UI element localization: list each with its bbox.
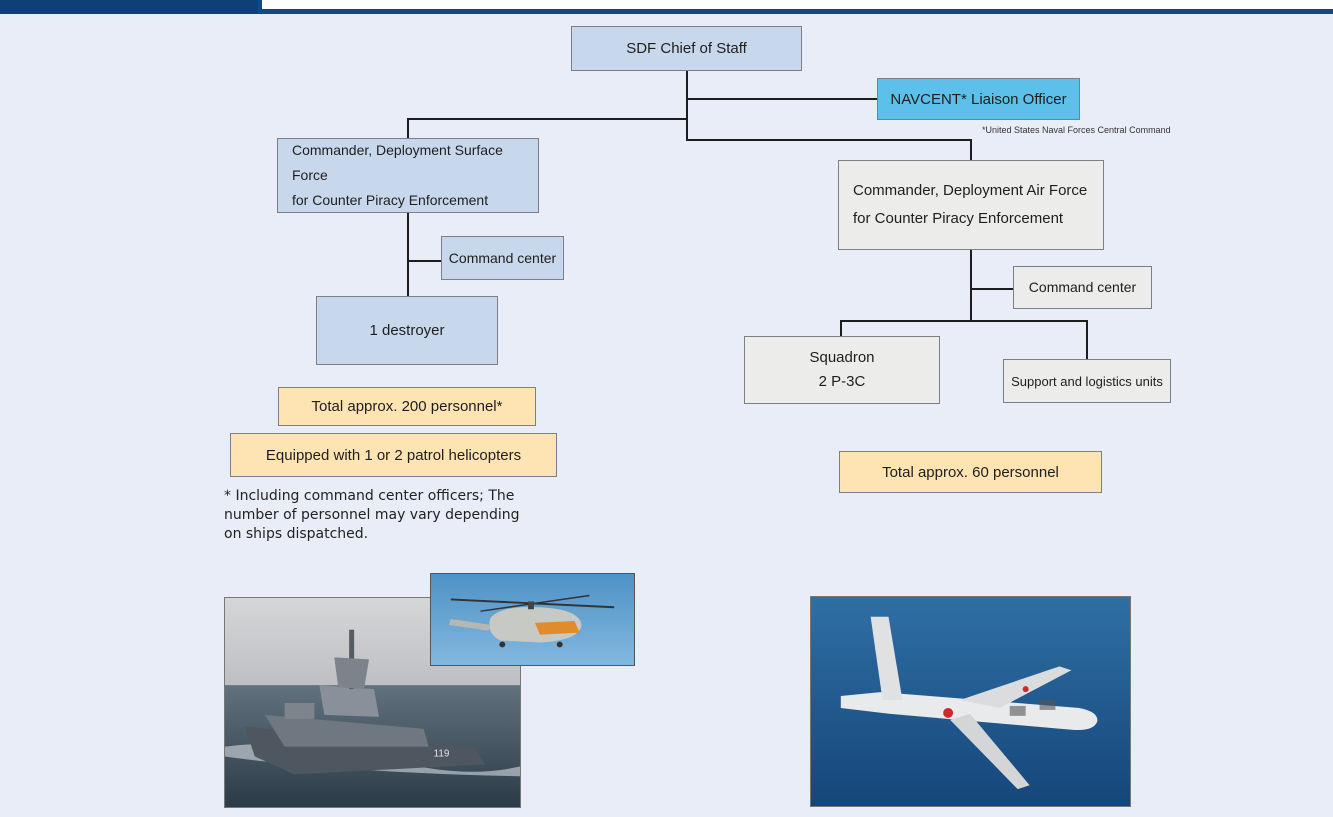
patrol-helicopter-photo [430,573,635,666]
svg-text:119: 119 [434,748,450,759]
surface-personnel-footnote: * Including command center officers; The… [224,488,520,542]
air-command-center-box: Command center [1013,266,1152,309]
connector-line [970,288,1014,290]
connector-line [407,260,442,262]
connector-line [407,118,688,120]
header-strip [262,0,1333,9]
connector-line [407,118,409,139]
connector-line [1086,320,1088,360]
header-tab [0,0,258,14]
connector-line [840,320,842,337]
surface-total-personnel: Total approx. 200 personnel* [278,387,536,426]
connector-line [970,139,972,161]
navcent-liaison-box: NAVCENT* Liaison Officer [877,78,1080,120]
air-force-commander-box: Commander, Deployment Air Force for Coun… [838,160,1104,250]
surface-command-center-box: Command center [441,236,564,280]
connector-line [686,70,688,140]
connector-line [970,250,972,322]
connector-line [686,98,878,100]
p3c-aircraft-photo [810,596,1131,807]
chief-of-staff-box: SDF Chief of Staff [571,26,802,71]
connector-line [686,139,972,141]
air-total-personnel: Total approx. 60 personnel [839,451,1102,493]
destroyer-box: 1 destroyer [316,296,498,365]
surface-force-commander-box: Commander, Deployment Surface Force for … [277,138,539,213]
connector-line [840,320,1088,322]
navcent-footnote: *United States Naval Forces Central Comm… [982,125,1171,135]
support-logistics-box: Support and logistics units [1003,359,1171,403]
destroyer-photo: 119 [224,597,521,808]
header-bar [0,0,1333,14]
squadron-box: Squadron 2 P-3C [744,336,940,404]
connector-line [407,212,409,296]
surface-equipment-note: Equipped with 1 or 2 patrol helicopters [230,433,557,477]
